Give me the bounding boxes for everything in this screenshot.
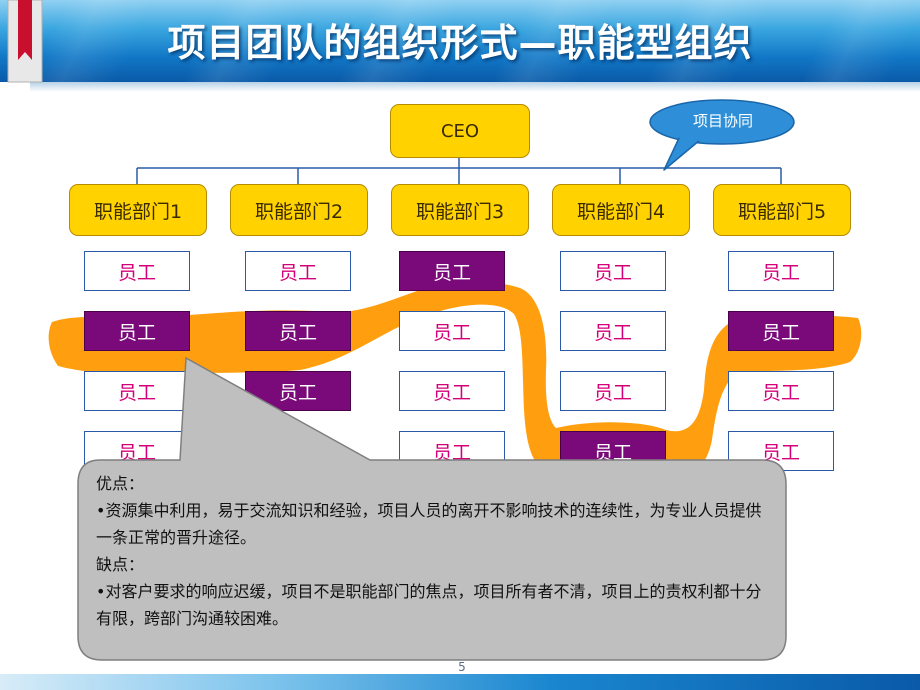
staff-box: 员工 xyxy=(728,311,834,351)
staff-box: 员工 xyxy=(399,311,505,351)
department-box: 职能部门5 xyxy=(713,184,851,236)
page-title: 项目团队的组织形式—职能型组织 xyxy=(167,21,753,65)
staff-box: 员工 xyxy=(399,251,505,291)
department-box: 职能部门1 xyxy=(69,184,207,236)
title-banner xyxy=(0,0,920,82)
staff-box: 员工 xyxy=(84,251,190,291)
cons-text: •对客户要求的响应迟缓，项目不是职能部门的焦点，项目所有者不清，项目上的责权利都… xyxy=(96,582,762,628)
pros-heading: 优点： xyxy=(96,474,145,493)
banner-shadow xyxy=(30,82,920,92)
staff-box: 员工 xyxy=(399,371,505,411)
staff-box: 员工 xyxy=(728,371,834,411)
ceo-box: CEO xyxy=(390,104,530,158)
staff-box: 员工 xyxy=(560,311,666,351)
callout-bubble xyxy=(649,99,795,171)
staff-box: 员工 xyxy=(560,371,666,411)
staff-box: 员工 xyxy=(245,311,351,351)
staff-box: 员工 xyxy=(728,251,834,291)
page-number: 5 xyxy=(458,660,466,674)
staff-box: 员工 xyxy=(728,431,834,471)
bookmark-icon xyxy=(7,0,43,83)
callout-label: 项目协同 xyxy=(692,112,753,130)
staff-box: 员工 xyxy=(245,251,351,291)
cons-heading: 缺点： xyxy=(96,555,145,574)
footer-bar xyxy=(0,674,920,690)
department-box: 职能部门2 xyxy=(230,184,368,236)
connector-lines xyxy=(136,156,782,184)
staff-box: 员工 xyxy=(84,311,190,351)
pros-text: •资源集中利用，易于交流知识和经验，项目人员的离开不影响技术的连续性，为专业人员… xyxy=(96,501,762,547)
department-box: 职能部门3 xyxy=(391,184,529,236)
department-box: 职能部门4 xyxy=(552,184,690,236)
pros-cons-note: 优点： •资源集中利用，易于交流知识和经验，项目人员的离开不影响技术的连续性，为… xyxy=(78,458,786,658)
staff-box: 员工 xyxy=(245,371,351,411)
staff-box: 员工 xyxy=(560,251,666,291)
banner-sheen xyxy=(0,0,920,82)
